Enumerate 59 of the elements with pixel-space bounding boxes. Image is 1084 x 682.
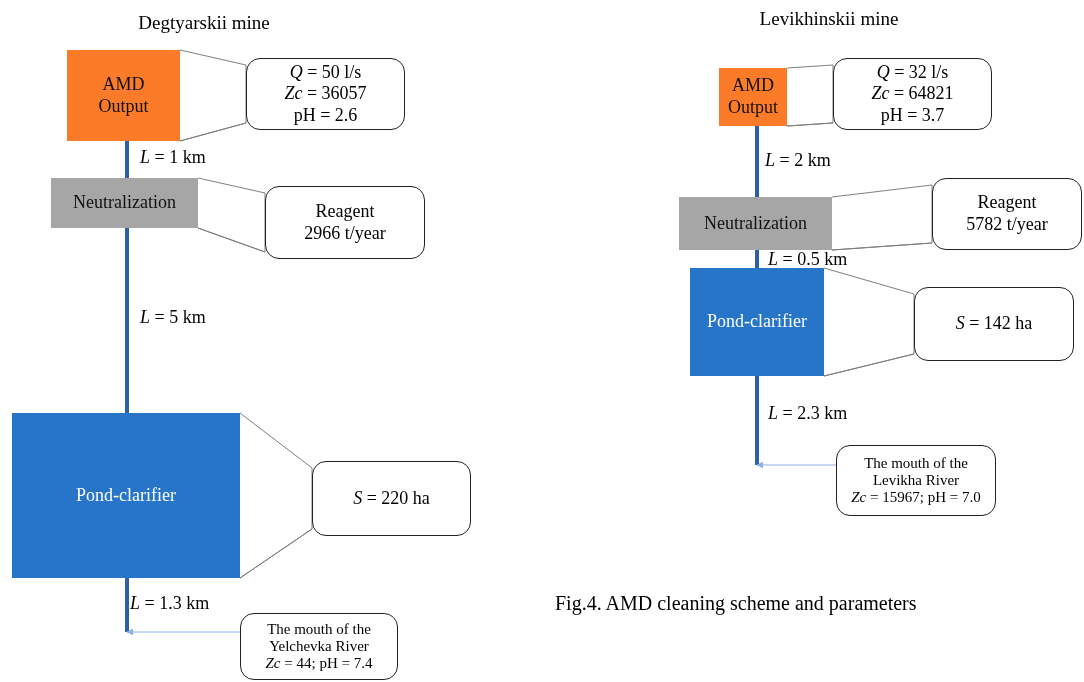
node-text: Pond-clarifier (76, 484, 176, 507)
node-text: Q = 50 l/s (289, 61, 362, 84)
edge-label: L = 2.3 km (768, 403, 848, 424)
connector-line (125, 578, 129, 632)
callout-line (239, 412, 313, 579)
callout-line (786, 64, 834, 127)
figure-caption: Fig.4. AMD cleaning scheme and parameters (555, 592, 917, 615)
scheme-title: Levikhinskii mine (759, 8, 899, 30)
connector-line (755, 126, 759, 197)
node-text: Zc = 15967; pH = 7.0 (851, 489, 981, 507)
node-text: pH = 3.7 (880, 104, 945, 127)
callout-box (312, 461, 471, 536)
process-box (719, 68, 787, 126)
node-text: Pond-clarifier (707, 311, 807, 333)
process-box (679, 197, 832, 250)
callout-box (246, 58, 405, 130)
callout-box (914, 287, 1074, 361)
node-text: Neutralization (704, 212, 807, 235)
node-text: Reagent (977, 192, 1037, 214)
node-text: 2966 t/year (304, 222, 386, 245)
callout-line (823, 267, 915, 377)
node-text: Neutralization (73, 192, 176, 214)
node-text: S = 142 ha (955, 313, 1033, 335)
edge-label: L = 5 km (140, 307, 206, 328)
node-text: AMD Output (97, 73, 150, 118)
node-text: Zc = 36057 (284, 83, 367, 105)
node-text: Q = 32 l/s (876, 61, 949, 84)
callout-box (265, 186, 425, 259)
process-box (67, 50, 180, 141)
connector-line (125, 141, 129, 178)
callout-line (179, 49, 247, 142)
callout-box (836, 445, 996, 516)
node-text: S = 220 ha (353, 487, 430, 510)
process-box (51, 178, 198, 228)
node-text: The mouth of the Yelchevka River (266, 620, 372, 656)
callout-line (197, 177, 266, 253)
node-text: Zc = 64821 (871, 83, 954, 105)
process-box (690, 268, 824, 376)
arrow (126, 628, 241, 636)
edge-label: L = 1 km (140, 147, 206, 168)
node-text: The mouth of the Levikha River (863, 454, 969, 490)
callout-box (932, 178, 1082, 250)
connector-line (755, 250, 759, 268)
edge-label: L = 1.3 km (130, 593, 210, 614)
process-box (12, 413, 240, 578)
connector-line (125, 228, 129, 413)
edge-label: L = 0.5 km (768, 249, 848, 270)
edge-label: L = 2 km (765, 150, 831, 171)
connector-line (755, 376, 759, 465)
callout-line (831, 184, 933, 251)
callout-box (833, 58, 992, 130)
node-text: 5782 t/year (966, 214, 1048, 236)
node-text: pH = 2.6 (293, 104, 358, 127)
scheme-title: Degtyarskii mine (138, 12, 270, 34)
node-text: Zc = 44; pH = 7.4 (265, 655, 373, 673)
node-text: Reagent (315, 200, 375, 223)
arrow (756, 461, 837, 469)
node-text: AMD Output (728, 75, 778, 119)
callout-box (240, 613, 398, 680)
